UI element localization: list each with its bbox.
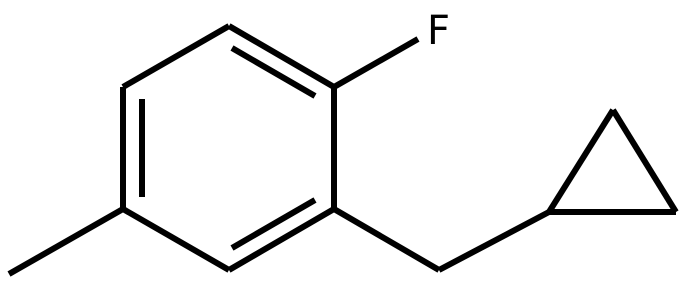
methyl-bond xyxy=(7,206,125,277)
carbon-fluorine-bond xyxy=(332,36,420,90)
methylene-bond-ring xyxy=(332,206,441,273)
fluorine-atom-label: F xyxy=(427,8,450,54)
ring-bond-c1-c2 xyxy=(227,23,336,90)
methylene-bond-cyclopropyl xyxy=(437,209,551,273)
cyclopropyl-bond-a xyxy=(546,108,616,214)
cyclopropyl-bond-b xyxy=(610,108,679,214)
ring-bond-c4-c5 xyxy=(121,206,231,273)
ring-bond-c3-c4 xyxy=(227,206,336,273)
ring-inner-bond-bottom xyxy=(230,197,317,251)
ring-inner-bond-top xyxy=(230,45,317,99)
ring-bond-c6-c1 xyxy=(121,23,231,90)
